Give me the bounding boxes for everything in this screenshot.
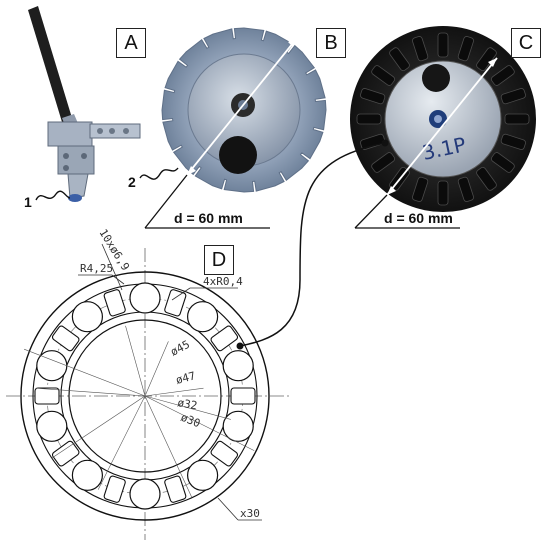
cad-leader-line — [97, 395, 146, 490]
cad-label-d47: ø47 — [174, 369, 197, 387]
cad-leader-line — [144, 395, 193, 498]
cad-leader-line — [23, 348, 146, 397]
dimension-label-c: d = 60 mm — [384, 210, 453, 226]
cad-drawing-d: 10xø6,9 R4,25 4xR0,4 ø45 ø47 ø32 ø30 x30 — [6, 227, 290, 540]
connector-dot-d — [236, 342, 244, 350]
mould-cavity — [476, 167, 497, 191]
mould-cavity — [491, 65, 515, 86]
cad-slot — [51, 325, 80, 352]
cad-label-pattern: x30 — [240, 507, 260, 520]
cad-leader-line — [144, 341, 169, 397]
cad-hole — [129, 282, 161, 314]
photo-b-steel-disc — [139, 27, 327, 229]
mould-cavity — [491, 152, 515, 173]
mould-cavity — [457, 176, 474, 202]
mould-cavity — [360, 88, 386, 105]
mould-cavity — [371, 65, 395, 86]
mould-cavity — [371, 152, 395, 173]
cad-inner-circle — [68, 319, 222, 473]
cad-hole — [222, 350, 254, 382]
callout-2-leader — [139, 167, 179, 180]
diameter-line-c — [386, 57, 498, 196]
cad-slot — [51, 440, 80, 467]
cad-slot — [103, 289, 126, 317]
cad-hole — [71, 301, 104, 333]
cad-holes-leader — [101, 243, 123, 291]
cad-label-d32: ø32 — [176, 396, 198, 412]
mould-cavity — [412, 36, 429, 62]
cad-label-radius: R4,25 — [80, 262, 113, 275]
panel-label-b: B — [316, 28, 346, 58]
cad-leader-line — [144, 387, 204, 397]
mould-cavity — [360, 133, 386, 150]
callout-1: 1 — [24, 194, 32, 210]
cad-leader-line — [144, 395, 231, 420]
panel-label-a: A — [116, 28, 146, 58]
panel-label-c: C — [511, 28, 541, 58]
photo-a-clamp — [28, 6, 141, 202]
cad-outer-circle — [20, 271, 270, 521]
mould-cavity — [500, 133, 526, 150]
cad-label-d45: ø45 — [168, 338, 192, 359]
cad-slot — [164, 475, 187, 503]
cad-leader-line — [51, 395, 146, 459]
cad-holes — [34, 282, 256, 510]
cad-leader-line — [144, 395, 255, 451]
clamp-handle — [28, 6, 72, 122]
mould-cavities — [356, 32, 530, 206]
cad-slot — [210, 325, 239, 352]
cad-hole — [129, 478, 161, 510]
clamp-tip-marker — [68, 194, 82, 202]
cad-hole — [222, 410, 254, 442]
photo-c-mould: 3.1P — [350, 26, 536, 229]
connector-curve — [239, 142, 386, 347]
mould-cavity — [500, 88, 526, 105]
cad-label-corner: 4xR0,4 — [203, 275, 243, 288]
callout-2: 2 — [128, 174, 136, 190]
cad-slot — [164, 289, 187, 317]
clamp-tip — [67, 173, 89, 199]
mould-cavity — [457, 36, 474, 62]
cad-leader-line — [125, 325, 146, 397]
cad-slot — [34, 387, 60, 405]
cad-label-d30: ø30 — [179, 411, 202, 430]
mould-cavity — [437, 32, 449, 58]
cad-slot — [103, 475, 126, 503]
mould-cavity — [389, 47, 410, 71]
steel-disc-insert — [219, 136, 257, 174]
mould-cavity — [356, 113, 382, 125]
cad-leader-line — [35, 387, 146, 397]
cad-hole — [187, 459, 219, 491]
dimension-label-b: d = 60 mm — [174, 210, 243, 226]
panel-label-d: D — [204, 245, 234, 275]
mould-cavity — [412, 176, 429, 202]
cad-hole — [71, 459, 104, 491]
cad-slot — [210, 440, 239, 467]
mould-cavity — [437, 180, 449, 206]
mould-insert — [422, 64, 450, 92]
clamp-body — [47, 121, 93, 147]
callout-1-leader — [35, 190, 71, 201]
cad-hole — [187, 301, 219, 333]
mould-cavity — [504, 113, 530, 125]
cad-hole — [36, 410, 68, 442]
cad-hole — [36, 350, 68, 382]
diameter-line-b — [186, 37, 298, 176]
cad-slot — [230, 387, 256, 405]
cad-leaders — [23, 325, 255, 498]
